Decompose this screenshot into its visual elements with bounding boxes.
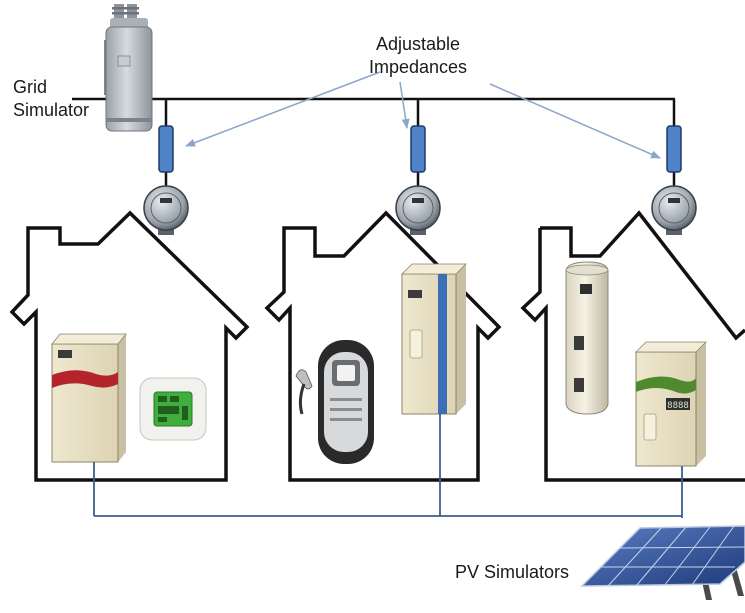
pv-dc-bus bbox=[93, 414, 683, 518]
svg-text:8888: 8888 bbox=[667, 401, 689, 411]
water-heater-icon bbox=[565, 261, 609, 415]
house-1 bbox=[9, 210, 250, 482]
inverter-cabinet-icon bbox=[51, 333, 127, 463]
adjustable-impedances-label: Adjustable Impedances bbox=[369, 33, 467, 79]
adjustable-impedances-label-line2: Impedances bbox=[369, 57, 468, 77]
grid-simulator-label-line1: Grid bbox=[13, 77, 48, 97]
inverter-cabinet-icon: 8888 bbox=[635, 341, 707, 467]
pole-transformer-icon bbox=[104, 4, 153, 132]
grid-simulator-label-line2: Simulator bbox=[13, 100, 90, 120]
impedance-callout-arrows bbox=[185, 71, 661, 159]
thermostat-icon bbox=[139, 377, 207, 441]
solar-panel-icon bbox=[580, 525, 745, 600]
house-3 bbox=[520, 210, 745, 482]
grid-simulator-label: Grid Simulator bbox=[13, 76, 89, 122]
electric-meter-icon bbox=[143, 185, 697, 235]
grid-bus bbox=[72, 97, 676, 190]
impedance-icon bbox=[158, 125, 682, 173]
house-2 bbox=[264, 210, 502, 482]
inverter-cabinet-icon bbox=[401, 263, 467, 415]
ev-charger-icon bbox=[295, 340, 374, 464]
adjustable-impedances-label-line1: Adjustable bbox=[376, 34, 461, 54]
house-outlines bbox=[9, 210, 745, 482]
pv-simulators-label: PV Simulators bbox=[455, 562, 570, 582]
